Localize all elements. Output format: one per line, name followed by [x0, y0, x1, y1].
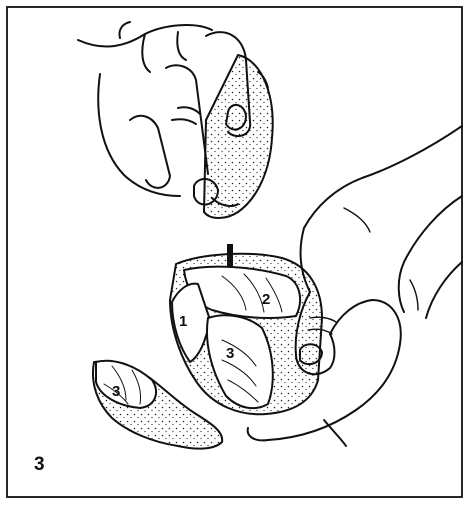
- upper-hand: [78, 22, 273, 218]
- figure-number: 3: [34, 454, 45, 475]
- scar-label-3-flake: 3: [112, 383, 120, 400]
- scar-label-2: 2: [262, 291, 270, 308]
- flint-core: [170, 254, 322, 415]
- scar-label-3-core: 3: [226, 345, 234, 362]
- scar-label-1: 1: [179, 313, 187, 330]
